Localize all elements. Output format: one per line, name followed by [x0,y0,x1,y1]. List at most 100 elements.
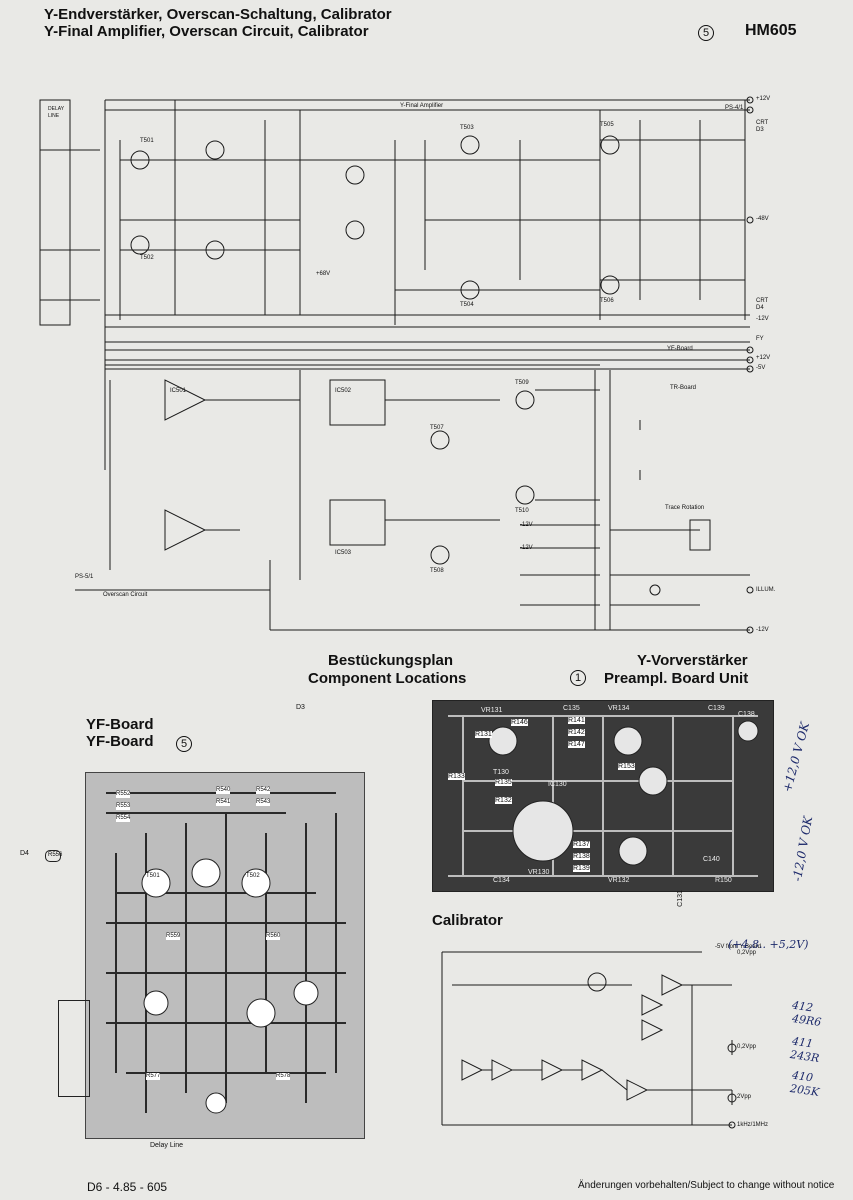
calibrator-out1: 0,2Vpp [737,950,757,956]
page-number: 5 [698,25,714,41]
pre-tag-r153: R153 [618,763,635,770]
rail-plus12-lower: +12V [756,355,771,361]
yf-tag-r540: R540 [216,787,231,794]
rail-plus12: +12V [756,96,771,102]
component-locations-title-en: Component Locations [308,670,467,687]
yf-tag-r578: R578 [276,1073,291,1080]
rail-minus12-b: -12V [520,545,533,551]
calibrator-out2-label: 2Vpp [737,1094,752,1100]
tr-board-label: TR-Board [670,385,697,391]
pre-tag-r137: R137 [573,841,590,848]
preamp-title-de: Y-Vorverstärker [637,652,748,669]
part-t504: T504 [460,302,474,308]
yf-board-circle-number: 5 [176,736,192,752]
crt-d4-label: CRT D4 [756,298,769,311]
pre-tag-t130: T130 [493,769,509,776]
rail-minus12-a: -12V [520,522,533,528]
illum-label: ILLUM. [756,587,776,593]
pre-tag-ic130: IC130 [548,781,567,788]
calibrator-supply-label: -5V from Y-Board [715,944,762,950]
rail-minus12-bottom: -12V [756,627,769,633]
yf-delay-line-connector [58,1000,90,1097]
annotation-minus12-ok: -12,0 V OK [790,815,816,883]
pre-tag-r133: R133 [448,773,465,780]
yf-tag-r559: R559 [166,933,181,940]
preamp-circle: 1 [570,668,586,686]
yf-tag-r577: R577 [146,1073,161,1080]
y-final-label: Y-Final Amplifier [400,103,444,109]
pre-tag-r131: R131 [475,731,492,738]
pre-tag-c140: C140 [703,856,720,863]
rail-minus5: -5V [756,365,766,371]
preamp-circle-number: 1 [570,670,586,686]
overscan-label: Overscan Circuit [103,592,148,598]
pre-tag-l131: R150 [715,877,732,884]
pre-tag-c135: C135 [563,705,580,712]
part-t506: T506 [600,298,614,304]
part-ic502: IC502 [335,388,352,394]
yf-d3-label: D3 [296,704,305,711]
calibrator-out1-label: 0,2Vpp [737,1044,757,1050]
pre-tag-r139: R139 [573,865,590,872]
pre-tag-c134: C134 [493,877,510,884]
footer-notice: Änderungen vorbehalten/Subject to change… [578,1180,835,1191]
note-243r: 243R [789,1048,821,1065]
pre-tag-r146: R146 [511,719,528,726]
component-locations-title-de: Bestückungsplan [328,652,454,669]
yf-board-title-2: YF-Board [86,733,154,750]
annotation-plus12-ok: +12,0 V OK [780,720,813,794]
yf-board-traces [106,792,346,1114]
pre-tag-r147: R147 [568,741,585,748]
pre-tag-vr132: VR132 [608,877,630,884]
part-t505: T505 [600,122,614,128]
ps5-label: PS-5/1 [75,574,94,580]
yf-tag-r542: R542 [256,787,271,794]
preamp-title-en: Preampl. Board Unit [604,670,749,687]
part-t510: T510 [515,508,529,514]
preamp-board-pcb: VR131 R146 C135 VR134 C139 C138 R142 R14… [432,700,774,892]
title-english: Y-Final Amplifier, Overscan Circuit, Cal… [44,23,369,40]
preamp-board-traces [448,715,759,877]
part-ic501: IC501 [170,388,187,394]
pre-tag-c139: C139 [708,705,725,712]
page-number-circle: 5 [698,23,714,41]
pre-tag-r142: R142 [568,729,585,736]
part-t509: T509 [515,380,529,386]
pre-tag-vr131: VR131 [481,707,503,714]
yf-tag-t502: T502 [246,873,260,880]
part-t503: T503 [460,125,474,131]
delay-line-label: DELAY LINE [48,106,64,119]
yf-d4-connector [45,850,61,862]
pre-tag-c138: C138 [738,711,755,718]
yf-tag-r543: R543 [256,799,271,806]
schematic-wiring [39,96,754,634]
pre-tag-vr134: VR134 [608,705,630,712]
supply-plus68: +68V [316,271,331,277]
ps-label: PS-4/1 [725,105,744,111]
fy-label: FY [756,336,764,342]
yf-d4-label: D4 [20,850,29,857]
yf-tag-r553: R553 [116,803,131,810]
yf-tag-r552: R552 [116,791,131,798]
calibrator-supply-note: (+4,8.. +5,2V) [728,938,809,951]
yf-delay-line-label: Delay Line [150,1142,184,1149]
part-t501: T501 [140,138,154,144]
model-number: HM605 [745,22,797,39]
part-t502: T502 [140,255,154,261]
calibrator-wiring [441,951,737,1129]
yf-tag-r554: R554 [116,815,131,822]
part-t508: T508 [430,568,444,574]
yf-board-label: YF-Board [667,346,693,352]
yf-tag-r556: R556 [48,852,63,858]
calibrator-freq-label: 1kHz/1MHz [737,1122,769,1128]
pre-tag-vr130: VR130 [528,869,550,876]
yf-tag-r560: R560 [266,933,281,940]
rail-minus48: -48V [756,216,769,222]
pre-tag-r135: R135 [495,779,512,786]
yf-tag-r541: R541 [216,799,231,806]
note-49r6: 49R6 [791,1012,823,1029]
pre-tag-c142: C131 [676,890,684,907]
calibrator-title: Calibrator [432,912,503,929]
part-t507: T507 [430,425,444,431]
yf-board-title-1: YF-Board [86,716,154,733]
